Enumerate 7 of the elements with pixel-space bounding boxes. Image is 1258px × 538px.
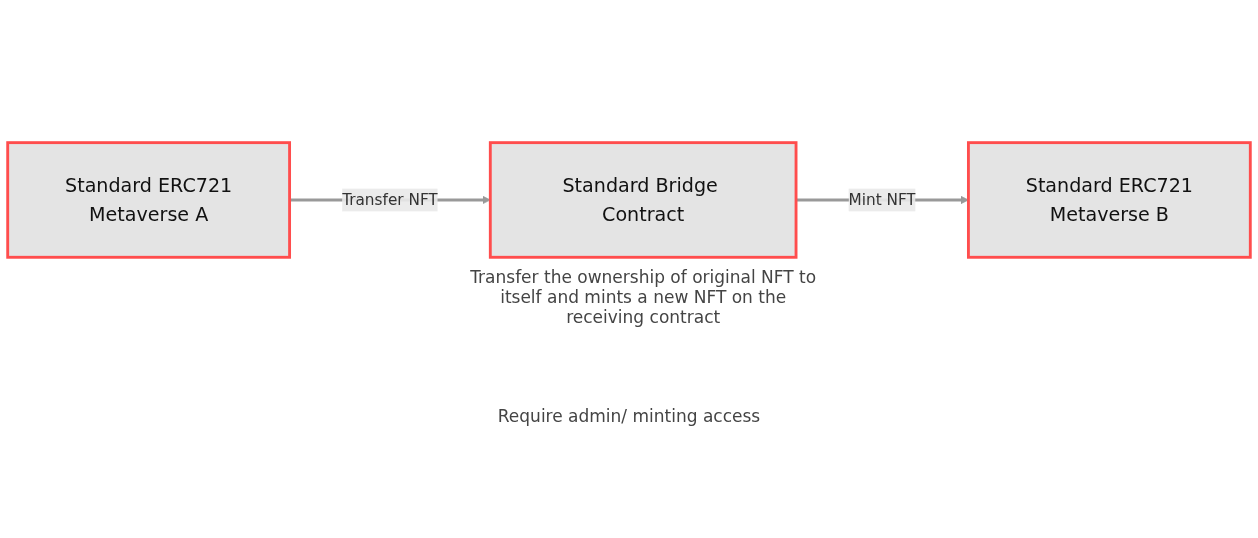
- edge-label: Transfer NFT: [342, 190, 438, 209]
- edge-label: Mint NFT: [848, 190, 916, 209]
- node-box: Standard Bridge Contract: [488, 141, 798, 259]
- note-text: Require admin/ minting access: [497, 406, 761, 426]
- node-box: Standard ERC721 Metaverse A: [6, 141, 291, 259]
- node-box: Standard ERC721 Metaverse B: [967, 141, 1252, 259]
- node-caption: Transfer the ownership of original NFT to itself and mints a new NFT on the receiving contract: [469, 267, 818, 328]
